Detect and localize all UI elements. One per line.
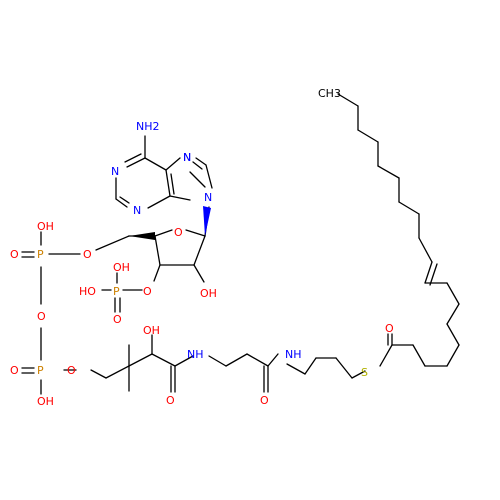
wedge-bond (203, 206, 211, 236)
bond (189, 171, 206, 188)
double-bond (124, 153, 142, 163)
bond (377, 165, 400, 179)
bond (208, 355, 227, 367)
bond (90, 369, 107, 379)
bond (169, 195, 191, 201)
atom-label-o: O (166, 394, 175, 407)
atom-label-oh: OH (200, 287, 217, 300)
bond-layer (21, 93, 460, 395)
bond (154, 229, 173, 237)
bond (446, 323, 460, 346)
double-bond (429, 263, 438, 286)
bond (446, 282, 460, 305)
atom-label-oh: OH (37, 220, 54, 233)
atom-label-o: O (37, 310, 46, 323)
bond (165, 169, 171, 197)
bond (165, 157, 181, 171)
bond (115, 198, 128, 208)
bond (105, 365, 130, 379)
double-bond (119, 196, 130, 204)
bond (446, 344, 460, 367)
atom-label-o: O (83, 248, 92, 261)
atom-label-o: O (385, 322, 394, 335)
bond (418, 237, 433, 263)
bond (246, 353, 269, 367)
atom-label-p: P (113, 285, 120, 298)
bond (193, 264, 205, 283)
bond (95, 235, 130, 251)
atom-label-oh: OH (37, 395, 54, 408)
atom-label-o: O (174, 226, 183, 239)
atom-labels: NH2 N N N N N O O OH O P OH HO O P OH O … (10, 87, 394, 408)
bond (335, 357, 353, 379)
bond (147, 195, 171, 209)
bond (153, 264, 161, 282)
double-bond (424, 261, 433, 284)
atom-label-oh: OH (113, 261, 130, 274)
atom-label-o: O (10, 248, 19, 261)
bond (195, 157, 207, 166)
double-bond (192, 161, 203, 170)
bond (225, 353, 248, 367)
atom-label-s: S (361, 366, 368, 379)
wedge-bond (129, 232, 155, 240)
atom-label-p: P (37, 364, 44, 377)
bond (174, 355, 194, 367)
atom-label-o: O (67, 364, 76, 377)
bond (185, 229, 206, 237)
bond (286, 363, 306, 375)
atom-label-o: O (143, 285, 152, 298)
bond (351, 370, 366, 379)
bond (337, 93, 359, 107)
atom-label-nh2: NH2 (136, 120, 160, 133)
atom-label-n: N (111, 165, 119, 178)
atom-label-p: P (37, 248, 44, 261)
atom-label-n: N (204, 191, 212, 204)
bond (357, 129, 379, 143)
bond (446, 303, 460, 325)
atom-label-oh: OH (143, 324, 160, 337)
bond (304, 357, 317, 375)
bond (126, 157, 146, 168)
atom-label-nh: NH (187, 348, 204, 361)
atom-label-ch3: CH3 (318, 87, 341, 100)
bond (412, 344, 426, 367)
bond (193, 235, 206, 266)
atom-label-ho: HO (79, 285, 96, 298)
double-bond (170, 173, 175, 195)
atom-label-n: N (183, 151, 191, 164)
atom-label-n: N (133, 204, 141, 217)
bond (267, 353, 279, 367)
bond (128, 353, 153, 367)
atom-label-o: O (113, 313, 122, 326)
bond (151, 353, 176, 367)
atom-label-n: N (183, 151, 191, 164)
bond (154, 235, 161, 266)
bond (205, 164, 213, 189)
atom-label-o: O (260, 394, 269, 407)
atom-label-nh: NH (285, 348, 302, 361)
atom-label-o: O (10, 364, 19, 377)
bond (398, 201, 420, 215)
bond (379, 344, 393, 367)
bond (144, 157, 167, 171)
